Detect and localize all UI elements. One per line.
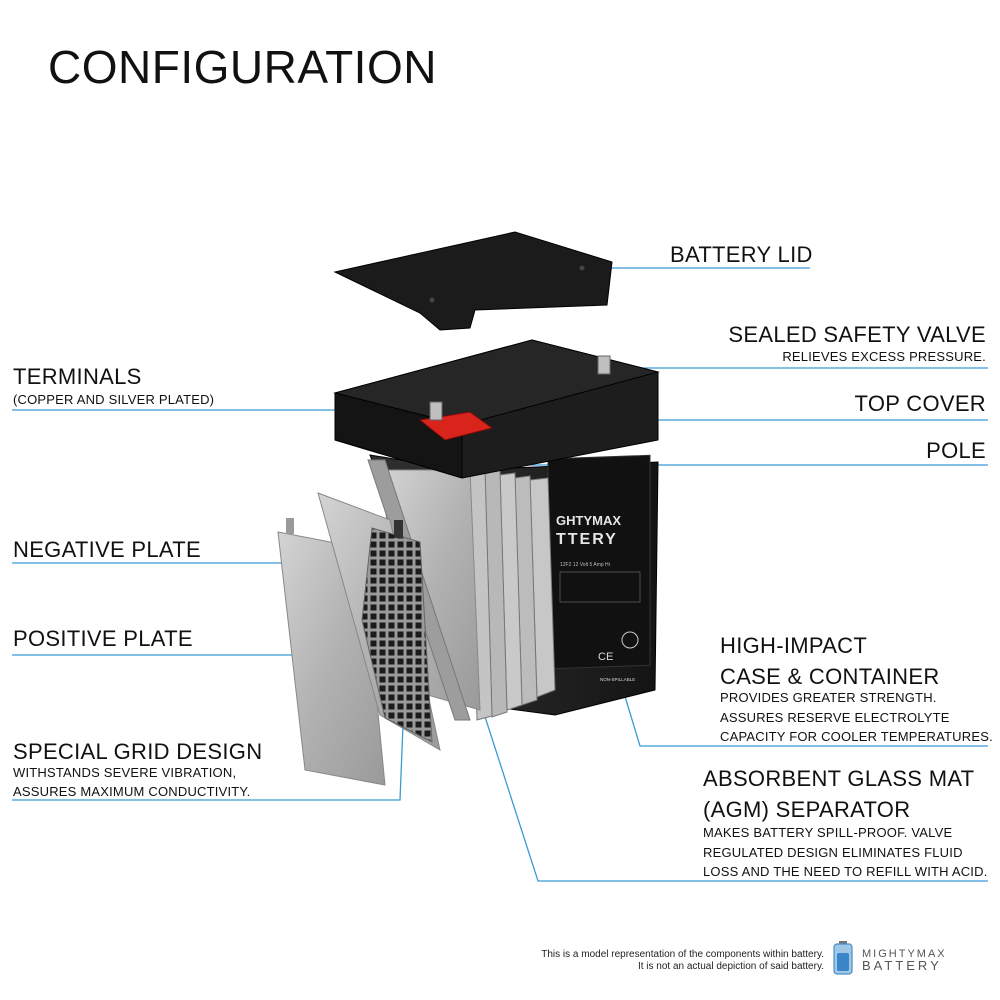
- label-agm-desc-2: REGULATED DESIGN ELIMINATES FLUID: [703, 845, 963, 860]
- label-terminals: TERMINALS: [13, 364, 142, 389]
- leader-agm: [477, 694, 988, 882]
- label-high-impact-desc-3: CAPACITY FOR COOLER TEMPERATURES.: [720, 729, 993, 744]
- label-sealed-safety-valve-desc: RELIEVES EXCESS PRESSURE.: [782, 349, 986, 364]
- brand-logo: MIGHTYMAX BATTERY: [862, 948, 947, 972]
- label-agm-desc-1: MAKES BATTERY SPILL-PROOF. VALVE: [703, 825, 953, 840]
- label-special-grid-desc-2: ASSURES MAXIMUM CONDUCTIVITY.: [13, 784, 251, 799]
- svg-text:GHTYMAX: GHTYMAX: [556, 513, 621, 528]
- label-high-impact-desc-1: PROVIDES GREATER STRENGTH.: [720, 690, 937, 705]
- battery-label: GHTYMAX TTERY 12F2 12 Volt 5 Amp Hr CE N…: [547, 454, 651, 682]
- special-grid-shape: [361, 527, 433, 743]
- label-pole: POLE: [926, 438, 986, 463]
- brand-logo-line-1: MIGHTYMAX: [862, 948, 947, 960]
- label-agm-2: (AGM) SEPARATOR: [703, 797, 911, 822]
- label-agm-desc-3: LOSS AND THE NEED TO REFILL WITH ACID.: [703, 864, 988, 879]
- label-special-grid-design: SPECIAL GRID DESIGN: [13, 739, 263, 764]
- label-positive-plate: POSITIVE PLATE: [13, 626, 193, 651]
- label-negative-plate: NEGATIVE PLATE: [13, 537, 201, 562]
- page-title: CONFIGURATION: [48, 41, 437, 93]
- brand-logo-line-2: BATTERY: [862, 958, 942, 973]
- leader-high-impact: [619, 679, 988, 747]
- disclaimer-line-1: This is a model representation of the co…: [541, 949, 824, 960]
- label-high-impact-desc-2: ASSURES RESERVE ELECTROLYTE: [720, 710, 950, 725]
- label-high-impact-2: CASE & CONTAINER: [720, 664, 940, 689]
- svg-text:TTERY: TTERY: [556, 531, 618, 548]
- label-agm-1: ABSORBENT GLASS MAT: [703, 766, 975, 791]
- disclaimer-line-2: It is not an actual depiction of said ba…: [637, 961, 824, 972]
- label-special-grid-desc-1: WITHSTANDS SEVERE VIBRATION,: [13, 765, 237, 780]
- battery-logo-icon: [833, 941, 853, 975]
- top-cover-shape: [333, 339, 660, 479]
- svg-text:12F2 12 Volt 5 Amp Hr: 12F2 12 Volt 5 Amp Hr: [560, 562, 611, 568]
- label-terminals-desc: (COPPER AND SILVER PLATED): [13, 392, 215, 407]
- label-battery-lid: BATTERY LID: [670, 242, 813, 267]
- label-top-cover: TOP COVER: [854, 391, 986, 416]
- label-high-impact-1: HIGH-IMPACT: [720, 633, 868, 658]
- svg-text:NON-SPILLABLE: NON-SPILLABLE: [600, 677, 635, 682]
- battery-lid-shape: [333, 231, 613, 331]
- disclaimer: This is a model representation of the co…: [541, 949, 824, 973]
- label-sealed-safety-valve: SEALED SAFETY VALVE: [728, 322, 986, 347]
- svg-text:CE: CE: [598, 651, 613, 663]
